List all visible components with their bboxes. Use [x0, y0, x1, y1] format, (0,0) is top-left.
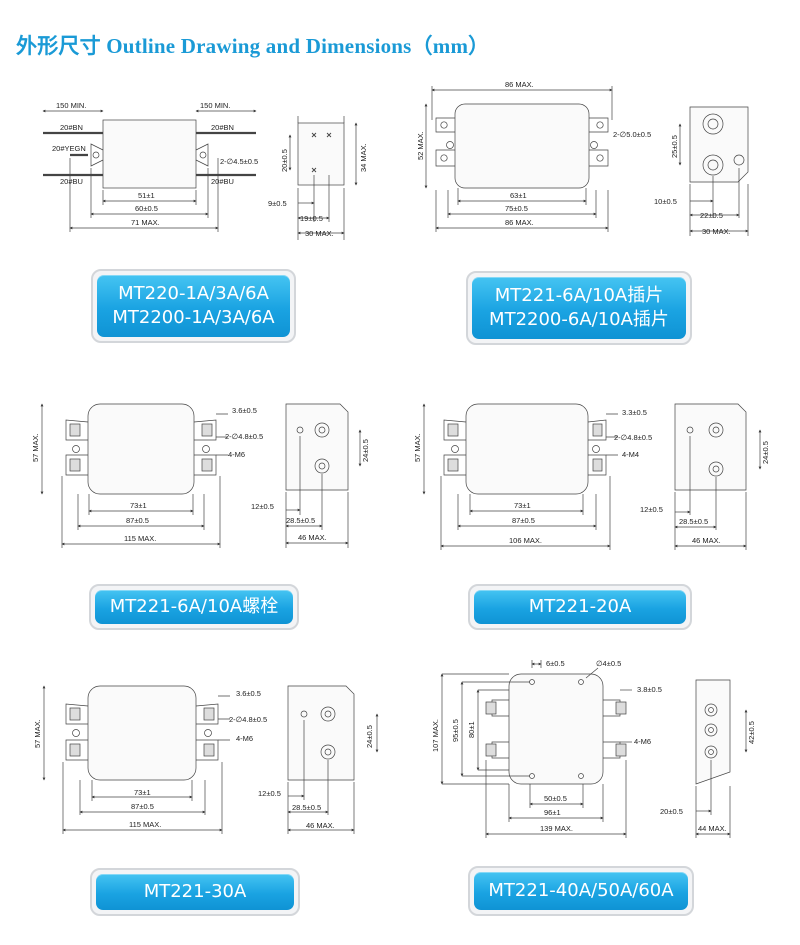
model-label: MT221-40A/50A/60A — [488, 880, 674, 901]
dim-side-2: 19±0.5 — [300, 214, 323, 223]
dim-side-1: 10±0.5 — [654, 197, 677, 206]
model-label: MT221-20A — [528, 596, 632, 617]
dim-height-max: 52 MAX. — [416, 131, 425, 160]
dim-hole: 2-∅4.8±0.5 — [229, 715, 267, 724]
dim-width-96: 96±1 — [544, 808, 561, 817]
dim-width-3: 115 MAX. — [124, 534, 156, 543]
page-title: 外形尺寸 Outline Drawing and Dimensions（mm） — [16, 34, 490, 58]
dim-stud: 4-M6 — [236, 734, 253, 743]
dim-side-1: 9±0.5 — [268, 199, 287, 208]
dim-width-1: 73±1 — [134, 788, 151, 797]
dim-side-2: 28.5±0.5 — [292, 803, 321, 812]
dim-side-3: 46 MAX. — [306, 821, 335, 830]
dim-side-3: 30 MAX. — [305, 229, 334, 238]
dim-lead-left: 150 MIN. — [56, 101, 86, 110]
dim-top-offset: 6±0.5 — [546, 659, 565, 668]
dim-lead-right: 150 MIN. — [200, 101, 230, 110]
dim-top-width: 86 MAX. — [505, 80, 534, 89]
dim-height-1: 42±0.5 — [747, 721, 756, 744]
dim-width-2: 75±0.5 — [505, 204, 528, 213]
model-label: MT221-6A/10A插片 — [494, 285, 664, 306]
dim-d1: 3.6±0.5 — [236, 689, 261, 698]
wire-label: 20#YEGN — [52, 144, 86, 153]
model-label: MT2200-1A/3A/6A — [112, 307, 275, 328]
dim-side-2: 28.5±0.5 — [286, 516, 315, 525]
dim-d1: 3.8±0.5 — [637, 685, 662, 694]
dim-width-2: 60±0.5 — [135, 204, 158, 213]
model-label: MT221-6A/10A螺栓 — [109, 596, 279, 617]
dim-width-1: 51±1 — [138, 191, 155, 200]
dim-width-1: 63±1 — [510, 191, 527, 200]
dim-width-max: 139 MAX. — [540, 824, 573, 833]
drawing-mt221-40a: 6±0.5 ∅4±0.5 3.8±0.5 107 MAX. 95±0.5 80±… — [431, 659, 756, 838]
model-badge-mt221-bolt: MT221-6A/10A螺栓 — [89, 584, 299, 630]
dim-height-max: 57 MAX. — [413, 433, 422, 462]
model-badge-mt220: MT220-1A/3A/6A MT2200-1A/3A/6A — [91, 269, 296, 343]
dim-side-1: 12±0.5 — [258, 789, 281, 798]
dim-d1: 3.3±0.5 — [622, 408, 647, 417]
model-badge-mt221-20a: MT221-20A — [468, 584, 692, 630]
dim-stud: 4-M4 — [622, 450, 639, 459]
dim-side-1: 20±0.5 — [660, 807, 683, 816]
dim-side-1: 12±0.5 — [251, 502, 274, 511]
dim-height-80: 80±1 — [467, 721, 476, 738]
model-badge-mt221-30a: MT221-30A — [90, 868, 300, 916]
dim-width-2: 87±0.5 — [512, 516, 535, 525]
dim-hole: 2-∅4.8±0.5 — [225, 432, 263, 441]
dim-height-max: 57 MAX. — [31, 433, 40, 462]
drawing-mt221-tab: 86 MAX. 52 MAX. 2-∅5.0±0.5 63±1 75±0.5 8… — [0, 0, 800, 260]
wire-label: 20#BN — [60, 123, 83, 132]
dim-stud: 4-M6 — [228, 450, 245, 459]
dim-height-1: 20±0.5 — [280, 149, 289, 172]
drawing-mt220: 150 MIN. 150 MIN. 20#BN 20#YEGN 20#BU 20… — [0, 0, 800, 260]
dim-hole: 2-∅4.5±0.5 — [220, 157, 258, 166]
dim-d1: 3.6±0.5 — [232, 406, 257, 415]
dim-width-50: 50±0.5 — [544, 794, 567, 803]
dim-width-3: 86 MAX. — [505, 218, 534, 227]
dim-height-max: 57 MAX. — [33, 719, 42, 748]
model-label: MT221-30A — [143, 881, 247, 902]
dim-side-3: 46 MAX. — [298, 533, 327, 542]
dim-side-3: 46 MAX. — [692, 536, 721, 545]
model-label: MT220-1A/3A/6A — [118, 283, 269, 304]
drawing-mt221-20a: 57 MAX. 3.3±0.5 2-∅4.8±0.5 4-M4 73±1 87±… — [413, 403, 770, 550]
dim-height-1: 24±0.5 — [365, 725, 374, 748]
dim-side-3: 30 MAX. — [702, 227, 731, 236]
dim-hole: ∅4±0.5 — [596, 659, 621, 668]
model-badge-mt221-40a: MT221-40A/50A/60A — [468, 866, 694, 916]
dim-height-95: 95±0.5 — [451, 719, 460, 742]
dim-width-3: 115 MAX. — [129, 820, 161, 829]
dim-height-1: 24±0.5 — [361, 439, 370, 462]
dim-side-1: 12±0.5 — [640, 505, 663, 514]
dim-width-1: 73±1 — [514, 501, 531, 510]
dim-width-2: 87±0.5 — [126, 516, 149, 525]
dim-stud: 4-M6 — [634, 737, 651, 746]
wire-label: 20#BU — [211, 177, 234, 186]
dim-width-1: 73±1 — [130, 501, 147, 510]
dim-hole: 2-∅5.0±0.5 — [613, 130, 651, 139]
dim-side-2: 28.5±0.5 — [679, 517, 708, 526]
wire-label: 20#BN — [211, 123, 234, 132]
wire-label: 20#BU — [60, 177, 83, 186]
dim-width-2: 87±0.5 — [131, 802, 154, 811]
dim-side-2: 22±0.5 — [700, 211, 723, 220]
dim-width-3: 71 MAX. — [131, 218, 160, 227]
dim-hole: 2-∅4.8±0.5 — [614, 433, 652, 442]
dim-height-1: 24±0.5 — [761, 441, 770, 464]
model-label: MT2200-6A/10A插片 — [489, 309, 669, 330]
drawing-mt221-bolt: 57 MAX. 3.6±0.5 2-∅4.8±0.5 4-M6 73±1 87±… — [31, 403, 370, 548]
dim-height-1: 25±0.5 — [670, 135, 679, 158]
dim-height-max: 34 MAX. — [359, 143, 368, 172]
dim-height-max: 107 MAX. — [431, 719, 440, 752]
model-badge-mt221-tab: MT221-6A/10A插片 MT2200-6A/10A插片 — [466, 271, 692, 345]
dim-width-3: 106 MAX. — [509, 536, 542, 545]
dim-side-3: 44 MAX. — [698, 824, 727, 833]
drawing-mt221-30a: 57 MAX. 3.6±0.5 2-∅4.8±0.5 4-M6 73±1 87±… — [33, 685, 379, 834]
